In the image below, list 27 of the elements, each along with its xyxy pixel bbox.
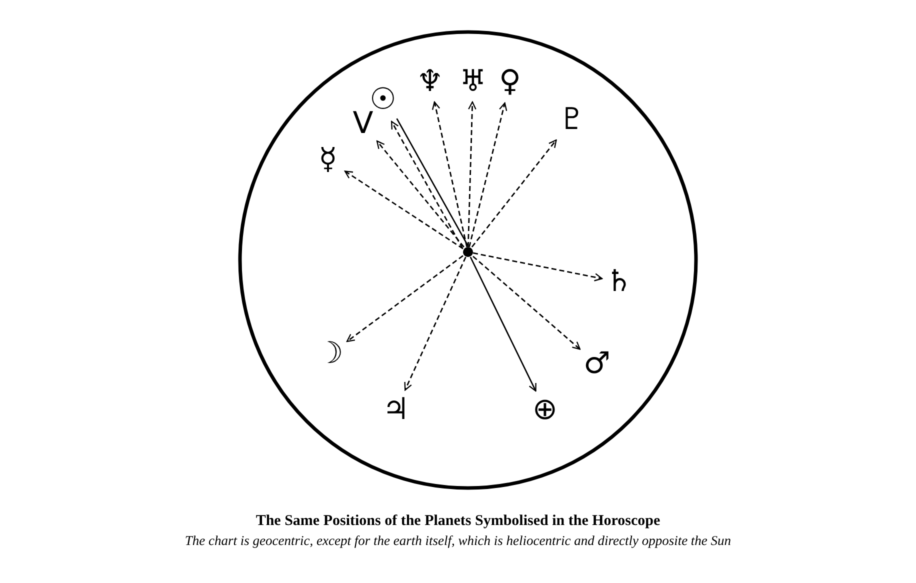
arrow bbox=[470, 256, 536, 392]
center-dot bbox=[463, 247, 473, 257]
arrow bbox=[472, 252, 603, 282]
planet-symbol: ☿ bbox=[318, 145, 338, 175]
planet-symbol: ☽ bbox=[316, 339, 344, 369]
arrow bbox=[404, 256, 466, 391]
arrow bbox=[344, 170, 464, 250]
line bbox=[396, 118, 468, 246]
planet-symbol: ♃ bbox=[382, 395, 410, 425]
arrow bbox=[467, 101, 476, 248]
planet-symbol: ♄ bbox=[606, 267, 632, 297]
arrow bbox=[390, 120, 464, 249]
planet-symbol: ♂ bbox=[584, 349, 610, 379]
arrow bbox=[346, 255, 464, 342]
arrow bbox=[376, 140, 464, 248]
planet-symbol: ⊕ bbox=[532, 395, 558, 425]
arrow bbox=[472, 256, 581, 350]
arrow bbox=[468, 102, 508, 248]
planet-symbol: ♅ bbox=[460, 67, 486, 97]
planet-symbol: ♆ bbox=[416, 67, 444, 97]
caption: The chart is geocentric, except for the earth itself, which is heliocentric and directly opposite the Sun bbox=[184, 533, 732, 549]
arrow bbox=[432, 101, 468, 248]
title: The Same Positions of the Planets Symbolised in the Horoscope bbox=[254, 513, 662, 530]
planet-symbol: V bbox=[352, 109, 374, 139]
planet-symbol: ♀ bbox=[499, 67, 521, 97]
arrow bbox=[471, 139, 557, 248]
planet-symbol: ♇ bbox=[558, 105, 586, 135]
